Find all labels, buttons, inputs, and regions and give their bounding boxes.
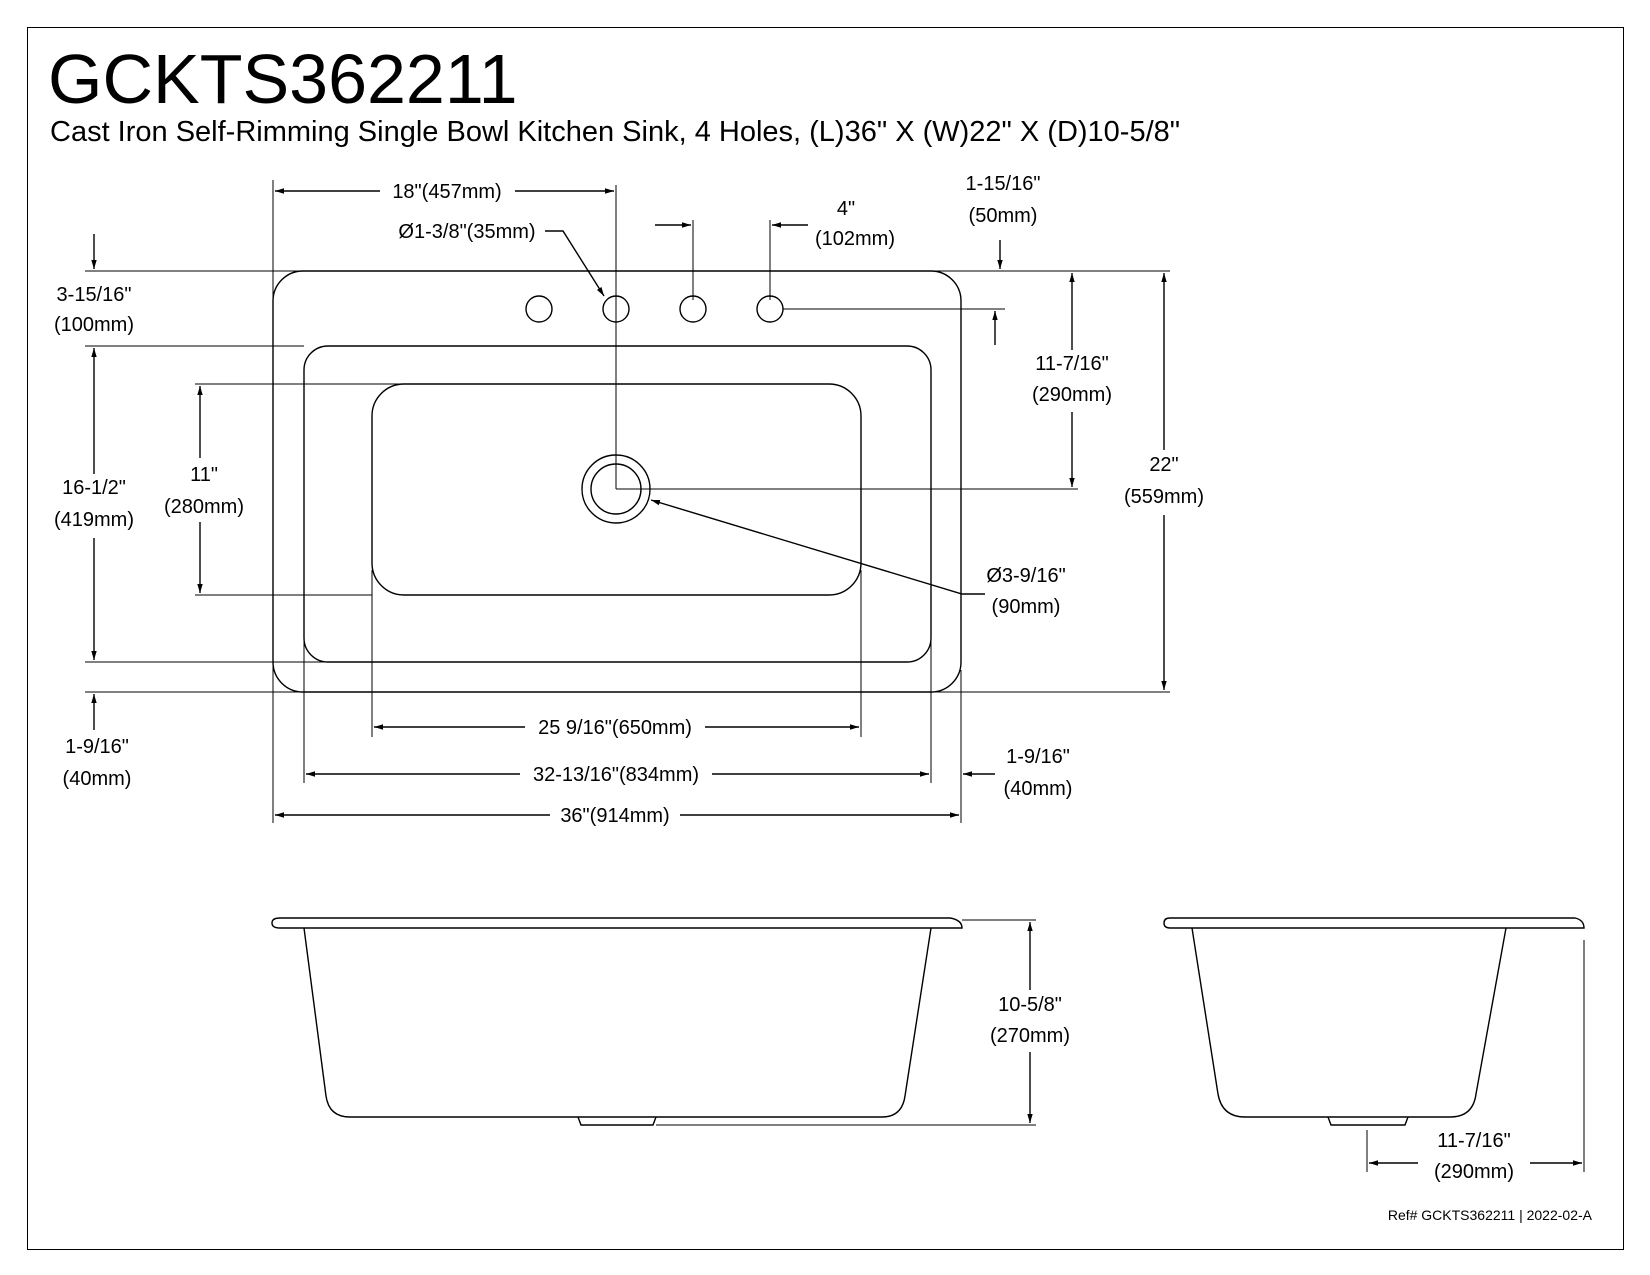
front-rim — [271, 917, 963, 929]
dim-back-deck-mm: (100mm) — [54, 314, 134, 336]
front-view — [271, 917, 1036, 1126]
sink-outer-outline — [272, 270, 962, 693]
dim-drain-diameter: Ø3-9/16" — [986, 565, 1065, 587]
dim-side-rim: 1-9/16" — [1006, 746, 1070, 768]
dim-drain-diameter-mm: (90mm) — [992, 596, 1061, 618]
front-bowl-profile — [303, 927, 932, 1118]
front-drain — [577, 1116, 657, 1126]
dim-deck-edge-mm: (50mm) — [969, 205, 1038, 227]
model-number: GCKTS362211 — [48, 40, 518, 118]
dim-bowl-bottom-length: 25 9/16"(650mm) — [538, 717, 692, 739]
dim-side-drain-offset: 11-7/16" — [1437, 1130, 1510, 1152]
dim-bowl-top-length: 32-13/16"(834mm) — [533, 764, 699, 786]
top-view — [85, 180, 1170, 823]
dim-back-deck: 3-15/16" — [57, 284, 132, 306]
side-rim — [1163, 917, 1585, 929]
dim-hole-offset: 18"(457mm) — [392, 181, 501, 203]
dim-depth-mm: (270mm) — [990, 1025, 1070, 1047]
drawing-border — [27, 27, 1624, 1250]
side-drain — [1327, 1116, 1409, 1126]
dim-drain-center-mm: (290mm) — [1032, 384, 1112, 406]
dim-bowl-top-width-mm: (419mm) — [54, 509, 134, 531]
product-description: Cast Iron Self-Rimming Single Bowl Kitch… — [50, 116, 1181, 148]
dim-deck-edge: 1-15/16" — [966, 173, 1041, 195]
faucet-hole-1 — [525, 295, 553, 323]
dim-side-rim-mm: (40mm) — [1004, 778, 1073, 800]
dim-overall-width: 22" — [1149, 454, 1178, 476]
reference-number: Ref# GCKTS362211 | 2022-02-A — [1387, 1207, 1592, 1223]
dim-hole-spacing-mm: (102mm) — [815, 228, 895, 250]
dim-bowl-bottom-width-mm: (280mm) — [164, 496, 244, 518]
dim-front-rim: 1-9/16" — [65, 736, 129, 758]
dim-bowl-bottom-width: 11" — [190, 464, 218, 486]
dim-bowl-top-width: 16-1/2" — [62, 477, 126, 499]
dim-side-drain-offset-mm: (290mm) — [1434, 1161, 1514, 1183]
dim-drain-center: 11-7/16" — [1035, 353, 1108, 375]
side-bowl-profile — [1191, 927, 1507, 1118]
dim-overall-length: 36"(914mm) — [560, 805, 669, 827]
dim-front-rim-mm: (40mm) — [63, 768, 132, 790]
dim-overall-width-mm: (559mm) — [1124, 486, 1204, 508]
dim-depth: 10-5/8" — [998, 994, 1062, 1016]
bowl-top-outline — [303, 345, 932, 663]
dim-faucet-hole-diameter: Ø1-3/8"(35mm) — [398, 221, 535, 243]
dim-hole-spacing: 4" — [837, 198, 855, 220]
dimension-labels: 18"(457mm) Ø1-3/8"(35mm) 4" (102mm) 1-15… — [54, 173, 1514, 1183]
side-view — [1163, 917, 1585, 1172]
